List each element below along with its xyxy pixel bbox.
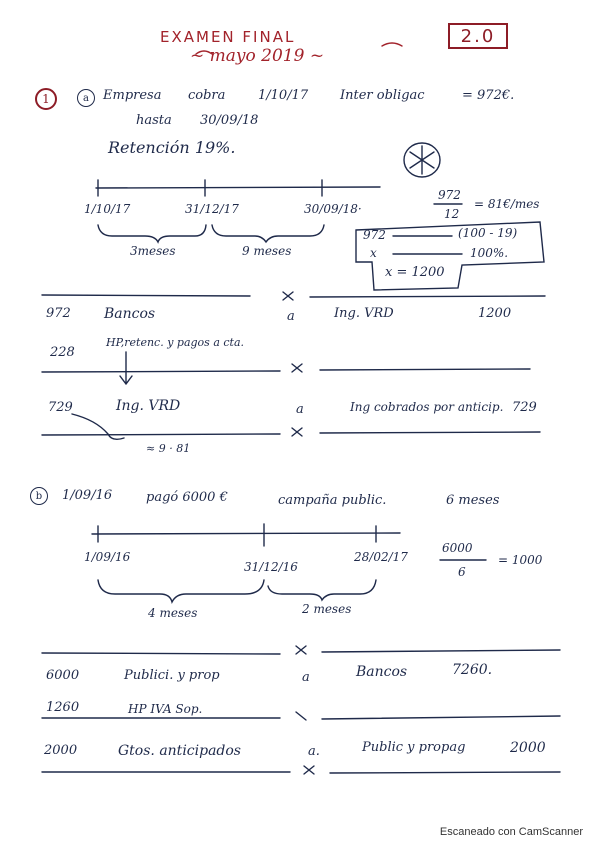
q1-entry3-amount-left: 729 xyxy=(48,400,73,415)
q1-calc-row1-left: 972 xyxy=(363,228,386,242)
q1b-entry3-account-right: Public y propag xyxy=(362,740,466,755)
q1b-bracket-2 xyxy=(267,579,377,602)
q1-entry1-account-left: Bancos xyxy=(104,306,156,322)
q1-entry3-note: ≈ 9 · 81 xyxy=(146,442,191,455)
q1-frac-result: = 81€/mes xyxy=(474,197,540,211)
q1-bracket-2 xyxy=(211,224,325,244)
q1b-bracket-1 xyxy=(97,579,265,605)
q1b-line-c: campaña public. xyxy=(278,493,387,508)
q1b-frac-den: 6 xyxy=(458,565,466,579)
q1b-span-2: 2 meses xyxy=(302,602,352,616)
subpart-a-label: a xyxy=(77,89,95,107)
q1-entry1-a: a xyxy=(287,309,295,324)
q1-entry2-amount-left: 228 xyxy=(50,345,75,360)
q1-span-2: 9 meses xyxy=(242,244,292,258)
subpart-b-label: b xyxy=(30,487,48,505)
asterisk-icon xyxy=(409,145,435,175)
x-mark-icon xyxy=(282,291,294,301)
q1-timeline-date-2: 31/12/17 xyxy=(185,202,239,216)
q1b-timeline-date-2: 31/12/16 xyxy=(244,560,298,574)
q1-frac-den: 12 xyxy=(444,207,460,221)
q1b-entry3-amount-left: 2000 xyxy=(44,743,78,758)
q1b-entry3-amount-right: 2000 xyxy=(510,740,546,756)
q1b-entry3-account-left: Gtos. anticipados xyxy=(118,743,241,759)
exam-title: EXAMEN FINAL xyxy=(160,28,296,46)
tilde-right-icon xyxy=(381,42,403,47)
q1-entry3-account-right: Ing cobrados por anticip. xyxy=(350,400,504,414)
q1b-entry1-amount-left: 6000 xyxy=(46,668,80,683)
q1-calc-result: x = 1200 xyxy=(385,265,445,280)
q1b-timeline-date-3: 28/02/17 xyxy=(354,550,408,564)
q1-entry1-amount-right: 1200 xyxy=(478,306,512,321)
q1b-entry1-account-left: Publici. y prop xyxy=(124,668,220,683)
q1-line1-c: 1/10/17 xyxy=(258,88,309,103)
q1-line1-b: cobra xyxy=(188,88,226,103)
arrow-curve-icon xyxy=(71,413,125,441)
q1b-entry2-account-left: HP IVA Sop. xyxy=(128,702,203,716)
q1-timeline-axis xyxy=(95,186,381,189)
q1-entry2-account-left: HP,retenc. y pagos a cta. xyxy=(106,336,245,349)
q1b-entry1-a: a xyxy=(302,670,310,685)
arrow-down-icon xyxy=(119,351,133,386)
q1b-line-a: 1/09/16 xyxy=(62,488,113,503)
q1-span-1: 3meses xyxy=(130,244,176,258)
q1-bracket-1 xyxy=(97,224,207,244)
q1-timeline-date-3: 30/09/18· xyxy=(304,202,362,216)
q1-line1-a: Empresa xyxy=(103,88,162,103)
q1-retention: Retención 19%. xyxy=(108,138,236,157)
q1b-timeline-axis xyxy=(91,532,401,535)
q1-line2-a: hasta xyxy=(136,113,172,128)
circled-mark-icon xyxy=(403,142,441,178)
q1b-frac-result: = 1000 xyxy=(498,553,543,567)
score-box: 2.0 xyxy=(448,23,508,49)
exam-date: ~ mayo 2019 ~ xyxy=(190,46,325,66)
q1-entry1-amount-left: 972 xyxy=(46,306,71,321)
q1-calc-row2-left: x xyxy=(370,246,377,260)
q1b-entry1-account-right: Bancos xyxy=(356,664,408,680)
q1-entry3-a: a xyxy=(296,402,304,417)
q1-entry1-account-right: Ing. VRD xyxy=(334,306,394,321)
q1-line1-d: Inter obligac xyxy=(340,88,425,103)
q1-line1-e: = 972€. xyxy=(462,88,515,103)
q1b-entry1-amount-right: 7260. xyxy=(452,662,493,678)
q1-frac-num: 972 xyxy=(438,188,461,202)
q1-calc-row2-right: 100%. xyxy=(470,246,509,260)
q1b-frac-num: 6000 xyxy=(442,541,473,555)
tilde-left-icon xyxy=(195,50,213,55)
q1b-line-b: pagó 6000 € xyxy=(146,490,228,505)
q1b-line-d: 6 meses xyxy=(446,493,500,508)
q1-line2-b: 30/09/18 xyxy=(200,113,259,128)
q1b-entry2-amount-left: 1260 xyxy=(46,700,80,715)
q1-calc-box xyxy=(355,221,545,291)
q1-entry3-account-left: Ing. VRD xyxy=(116,398,181,414)
q1-calc-row1-right: (100 - 19) xyxy=(458,226,518,240)
q1b-span-1: 4 meses xyxy=(148,606,198,620)
q1-entry3-amount-right: 729 xyxy=(512,400,537,415)
q1b-entry3-a: a. xyxy=(308,744,320,759)
question-number-1: 1 xyxy=(35,88,57,110)
q1b-timeline-date-1: 1/09/16 xyxy=(84,550,131,564)
q1-timeline-date-1: 1/10/17 xyxy=(84,202,131,216)
scanner-watermark: Escaneado con CamScanner xyxy=(439,826,583,838)
